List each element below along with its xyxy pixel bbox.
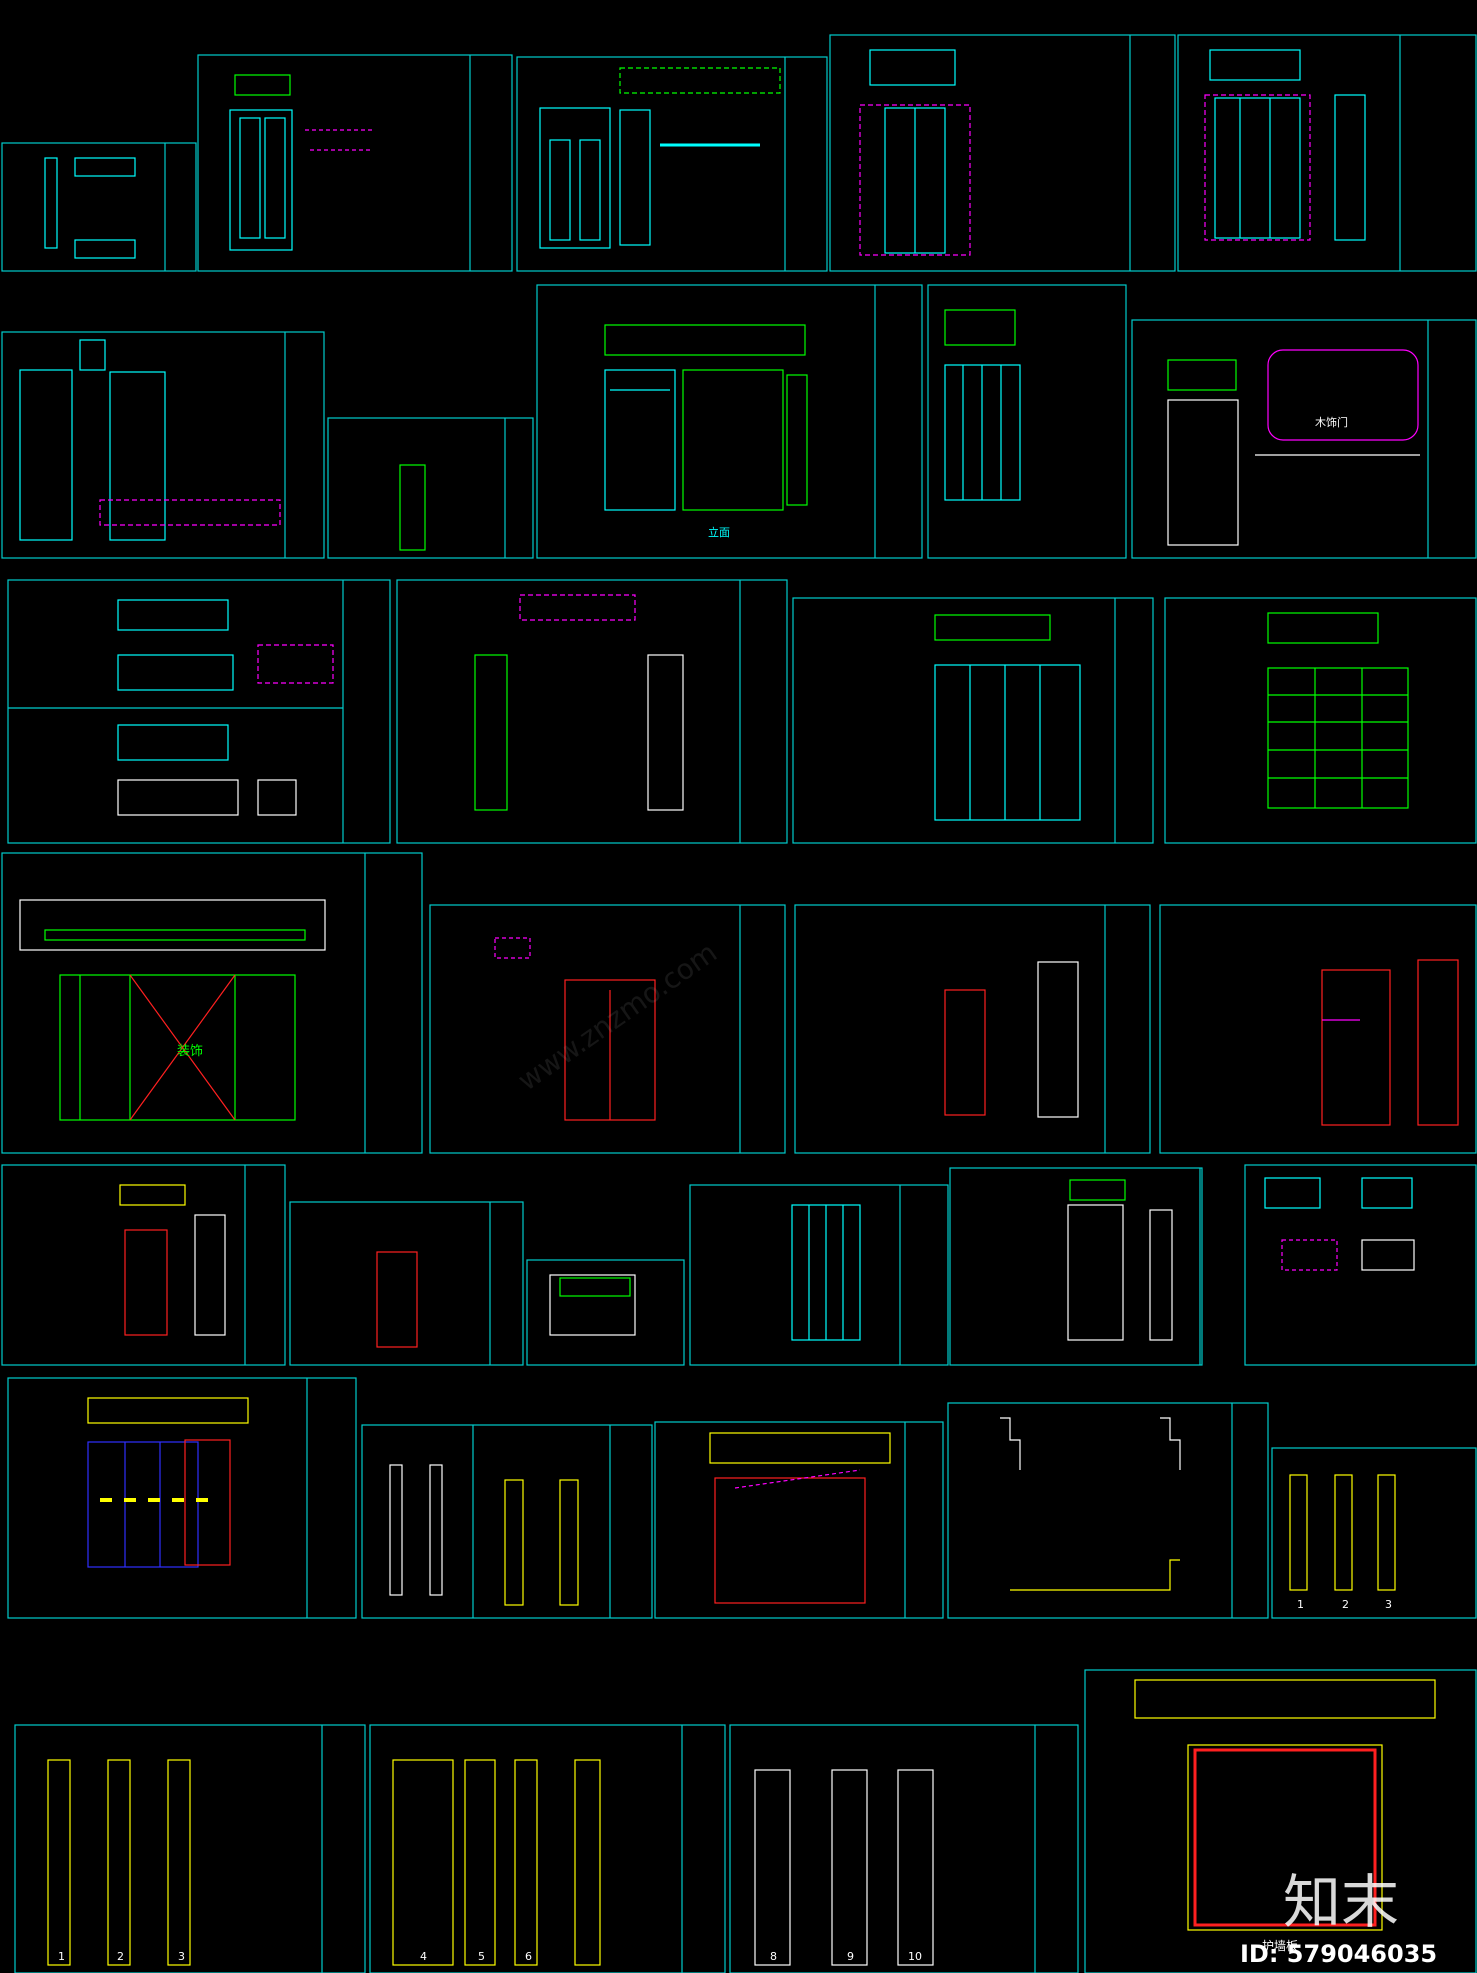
sheet-r6-5 xyxy=(1271,1447,1477,1619)
row-number-middle-4: 4 xyxy=(420,1950,427,1963)
sheet-r2-3 xyxy=(536,284,923,559)
row-number-left-3: 3 xyxy=(178,1950,185,1963)
small-panel-number-3: 3 xyxy=(1385,1598,1392,1611)
sheet-r6-2 xyxy=(361,1424,653,1619)
watermark-id: ID: 579046035 xyxy=(1240,1940,1438,1968)
row-number-right-10: 10 xyxy=(908,1950,922,1963)
wood-door-label: 木饰门 xyxy=(1315,416,1348,429)
sheet-r4-1 xyxy=(1,852,423,1154)
sheet-r3-4 xyxy=(1164,597,1477,844)
sheet-r1-3 xyxy=(516,56,828,272)
sheet-r7-2 xyxy=(369,1724,726,1973)
wall-face-label: 护墙板 xyxy=(1262,1939,1299,1953)
row-number-right-9: 9 xyxy=(847,1950,854,1963)
sheet-r5-3 xyxy=(526,1259,685,1366)
sheet-r2-4 xyxy=(927,284,1127,559)
elevation-label: 立面 xyxy=(708,526,730,539)
row-number-middle-6: 6 xyxy=(525,1950,532,1963)
sheet-r2-1 xyxy=(1,331,325,559)
sheet-r5-2 xyxy=(289,1201,524,1366)
decor-label: 装饰 xyxy=(177,1044,204,1059)
sheet-r4-4 xyxy=(1159,904,1477,1154)
watermark-logo: 知末 xyxy=(1283,1868,1400,1936)
sheet-r2-5 xyxy=(1131,319,1477,559)
sheet-r6-3 xyxy=(654,1421,944,1619)
sheet-r7-1 xyxy=(14,1724,366,1973)
sheet-r4-2 xyxy=(429,904,786,1154)
sheet-r6-4 xyxy=(947,1402,1269,1619)
row-number-left-1: 1 xyxy=(58,1950,65,1963)
sheet-r3-1 xyxy=(7,579,391,844)
sheet-r3-3 xyxy=(792,597,1154,844)
sheet-r5-4 xyxy=(689,1184,949,1366)
row-number-right-8: 8 xyxy=(770,1950,777,1963)
sheet-r7-4 xyxy=(1084,1669,1477,1973)
sheet-r4-3 xyxy=(794,904,1151,1154)
sheet-r2-2 xyxy=(327,417,534,559)
sheet-r1-5 xyxy=(1177,34,1477,272)
sheet-r7-3 xyxy=(729,1724,1079,1973)
sheet-r1-2 xyxy=(197,54,513,272)
sheet-r1-1 xyxy=(1,142,197,272)
sheet-r5-5 xyxy=(949,1167,1203,1366)
sheet-r5-6 xyxy=(1244,1164,1477,1366)
sheet-r5-1 xyxy=(1,1164,286,1366)
small-panel-number-1: 1 xyxy=(1297,1598,1304,1611)
row-number-middle-5: 5 xyxy=(478,1950,485,1963)
sheet-r3-2 xyxy=(396,579,788,844)
sheet-r6-1 xyxy=(7,1377,357,1619)
sheet-r1-4 xyxy=(829,34,1176,272)
row-number-left-2: 2 xyxy=(117,1950,124,1963)
small-panel-number-2: 2 xyxy=(1342,1598,1349,1611)
